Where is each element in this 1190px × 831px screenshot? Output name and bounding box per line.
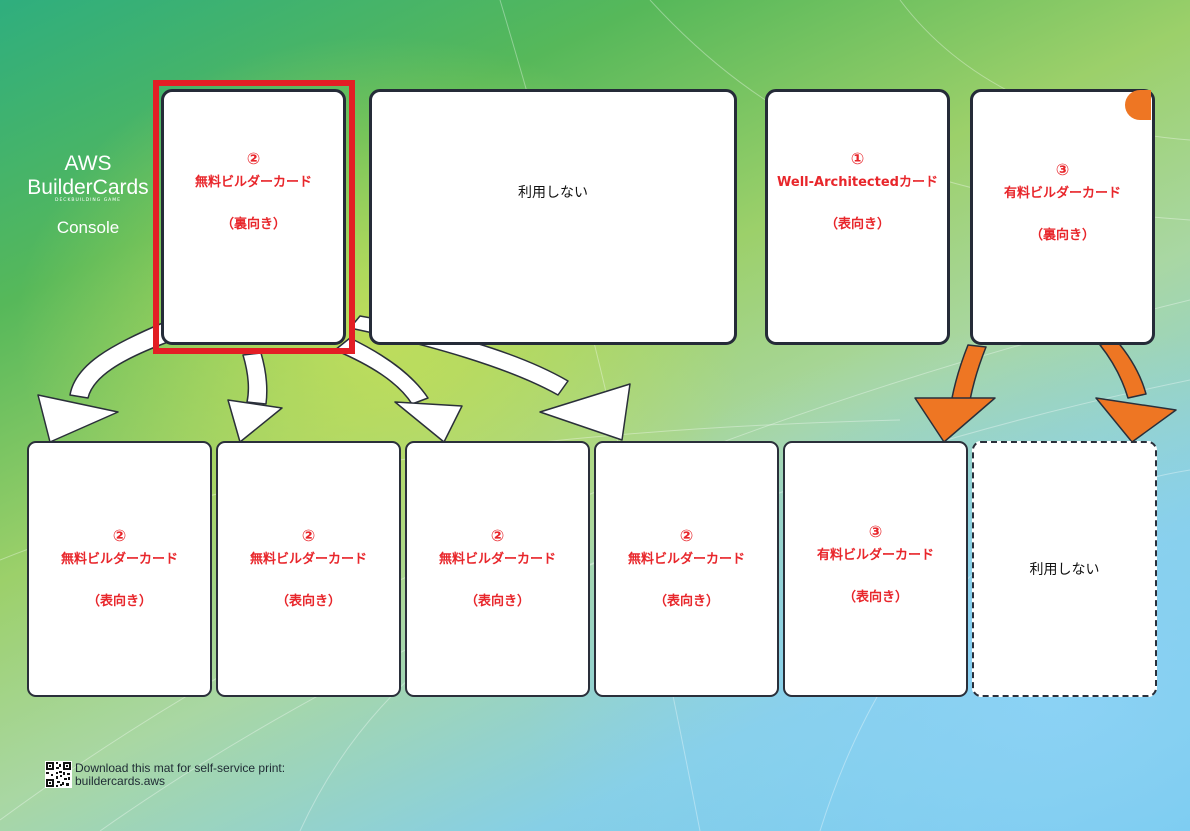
arrow-to-card-3 bbox=[334, 337, 429, 405]
logo-mode: Console bbox=[56, 218, 120, 237]
slot-number: ③ bbox=[1055, 160, 1070, 179]
slot-number: ② bbox=[246, 149, 261, 168]
slot-card-type: 無料ビルダーカード bbox=[194, 175, 312, 190]
arrow-to-card-2 bbox=[242, 352, 268, 405]
card-slot-paid-face-up[interactable]: ③ 有料ビルダーカード （表向き） bbox=[783, 441, 968, 697]
arrow-to-card-1 bbox=[69, 321, 169, 399]
slot-number: ② bbox=[679, 526, 694, 545]
slot-unused-label: 利用しない bbox=[1029, 562, 1100, 578]
slot-card-type: 無料ビルダーカード bbox=[60, 552, 178, 567]
slot-facing: （表向き） bbox=[275, 594, 341, 609]
orange-corner-marker bbox=[1125, 90, 1151, 120]
arrow-to-paid-face-up bbox=[951, 344, 987, 401]
footer-line-1: Download this mat for self-service print… bbox=[75, 760, 286, 775]
card-slot-well-architected[interactable]: ① Well-Architectedカード （表向き） bbox=[765, 89, 950, 345]
footer-link[interactable]: buildercards.aws bbox=[75, 773, 166, 788]
download-footer: Download this mat for self-service print… bbox=[45, 761, 285, 788]
arrowhead-2 bbox=[227, 399, 283, 443]
slot-card-type: 有料ビルダーカード bbox=[1003, 186, 1121, 201]
slot-facing: （表向き） bbox=[842, 590, 908, 605]
card-slot-free-face-up-4[interactable]: ② 無料ビルダーカード （表向き） bbox=[594, 441, 779, 697]
slot-card-type: 無料ビルダーカード bbox=[438, 552, 556, 567]
arrowhead-orange-2 bbox=[1095, 397, 1177, 443]
slot-card-type: 無料ビルダーカード bbox=[627, 552, 745, 567]
slot-number: ① bbox=[850, 149, 865, 168]
card-slot-free-face-up-3[interactable]: ② 無料ビルダーカード （表向き） bbox=[405, 441, 590, 697]
slot-facing: （裏向き） bbox=[1029, 228, 1095, 243]
slot-card-type: Well-Architectedカード bbox=[777, 175, 938, 190]
slot-number: ③ bbox=[868, 522, 883, 541]
slot-facing: （表向き） bbox=[86, 594, 152, 609]
footer-text: Download this mat for self-service print… bbox=[75, 760, 286, 788]
slot-unused-label: 利用しない bbox=[518, 185, 588, 201]
slot-number: ② bbox=[490, 526, 505, 545]
arrowhead-orange-1 bbox=[914, 397, 996, 443]
arrowhead-1 bbox=[37, 394, 119, 443]
slot-number: ② bbox=[301, 526, 316, 545]
card-slot-free-face-up-2[interactable]: ② 無料ビルダーカード （表向き） bbox=[216, 441, 401, 697]
card-slot-free-face-up-1[interactable]: ② 無料ビルダーカード （表向き） bbox=[27, 441, 212, 697]
arrowhead-4 bbox=[539, 383, 631, 441]
slot-facing: （表向き） bbox=[824, 217, 890, 232]
card-slot-unused-wide[interactable]: 利用しない bbox=[369, 89, 737, 345]
buildercards-logo: AWS BuilderCards DECKBUILDING GAME Conso… bbox=[18, 152, 158, 238]
card-slot-paid-face-down[interactable]: ③ 有料ビルダーカード （裏向き） bbox=[970, 89, 1155, 345]
logo-tagline: DECKBUILDING GAME bbox=[55, 198, 121, 203]
slot-card-type: 無料ビルダーカード bbox=[249, 552, 367, 567]
logo-buildercards: BuilderCards bbox=[27, 176, 149, 199]
slot-facing: （裏向き） bbox=[220, 217, 286, 232]
card-slot-unused-dashed[interactable]: 利用しない bbox=[972, 441, 1157, 697]
slot-number: ② bbox=[112, 526, 127, 545]
slot-card-type: 有料ビルダーカード bbox=[816, 548, 934, 563]
slot-facing: （表向き） bbox=[464, 594, 530, 609]
slot-facing: （表向き） bbox=[653, 594, 719, 609]
highlight-box bbox=[153, 80, 355, 354]
qr-code-icon[interactable] bbox=[45, 761, 72, 788]
card-slot-free-face-down[interactable]: ② 無料ビルダーカード （裏向き） bbox=[161, 89, 346, 345]
arrow-to-unused bbox=[1099, 339, 1147, 399]
orange-arrows bbox=[914, 339, 1177, 443]
arrowhead-3 bbox=[394, 401, 463, 443]
logo-aws: AWS bbox=[64, 152, 112, 175]
